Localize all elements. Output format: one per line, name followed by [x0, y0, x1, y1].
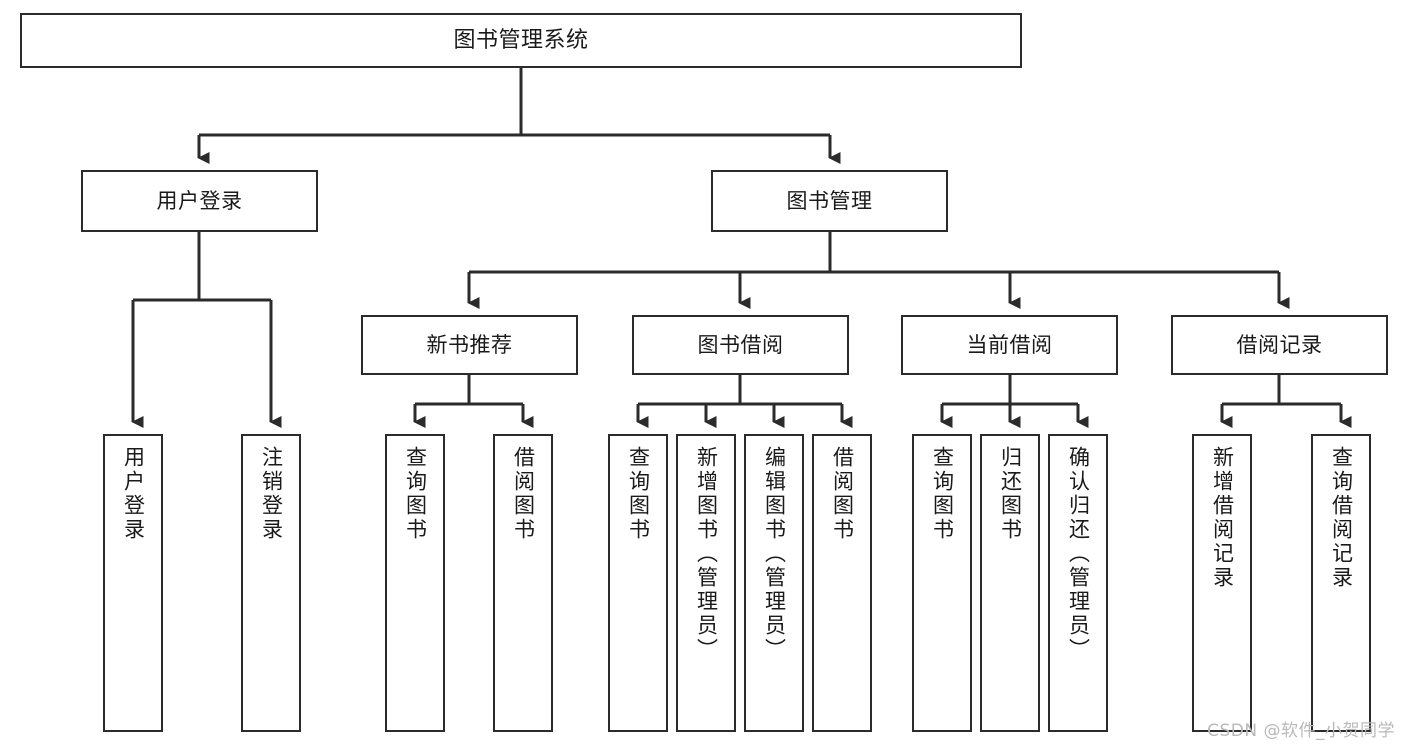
node-label: 新书推荐: [426, 332, 513, 357]
node-book-management[interactable]: 图书管理: [711, 170, 948, 232]
node-label: 借阅记录: [1236, 332, 1323, 357]
node-label: 用户登录: [121, 446, 146, 542]
node-root-system[interactable]: 图书管理系统: [20, 13, 1022, 68]
node-label: 新增借阅记录: [1210, 446, 1235, 590]
node-book-borrow[interactable]: 图书借阅: [632, 315, 849, 375]
watermark-text: CSDN @软件_小贺同学: [1207, 721, 1395, 741]
node-label: 编辑图书（管理员）: [762, 446, 787, 662]
node-label: 查询图书: [403, 446, 428, 542]
node-borrow-record[interactable]: 借阅记录: [1171, 315, 1388, 375]
node-label: 确认归还（管理员）: [1066, 446, 1091, 662]
leaf-borrow-add-book[interactable]: 新增图书（管理员）: [676, 434, 736, 732]
node-label: 借阅图书: [511, 446, 536, 542]
leaf-current-return-book[interactable]: 归还图书: [980, 434, 1040, 732]
leaf-borrow-edit-book[interactable]: 编辑图书（管理员）: [744, 434, 804, 732]
node-label: 查询图书: [930, 446, 955, 542]
leaf-current-query-book[interactable]: 查询图书: [912, 434, 972, 732]
node-label: 新增图书（管理员）: [694, 446, 719, 662]
node-user-login[interactable]: 用户登录: [81, 170, 318, 232]
leaf-record-query[interactable]: 查询借阅记录: [1311, 434, 1371, 732]
leaf-user-login-signout[interactable]: 注销登录: [241, 434, 301, 732]
leaf-user-login-signin[interactable]: 用户登录: [103, 434, 163, 732]
node-new-book-recommend[interactable]: 新书推荐: [361, 315, 578, 375]
leaf-current-confirm-return[interactable]: 确认归还（管理员）: [1048, 434, 1108, 732]
leaf-borrow-borrow-book[interactable]: 借阅图书: [812, 434, 872, 732]
node-label: 查询借阅记录: [1329, 446, 1354, 590]
node-label: 图书借阅: [697, 332, 784, 357]
node-label: 用户登录: [156, 188, 243, 213]
node-label: 图书管理系统: [453, 27, 589, 53]
leaf-borrow-query-book[interactable]: 查询图书: [608, 434, 668, 732]
node-label: 查询图书: [626, 446, 651, 542]
leaf-new-book-borrow[interactable]: 借阅图书: [493, 434, 553, 732]
leaf-record-add[interactable]: 新增借阅记录: [1192, 434, 1252, 732]
node-label: 当前借阅: [966, 332, 1053, 357]
node-label: 借阅图书: [830, 446, 855, 542]
node-current-borrow[interactable]: 当前借阅: [901, 315, 1118, 375]
leaf-new-book-query[interactable]: 查询图书: [385, 434, 445, 732]
node-label: 注销登录: [259, 446, 284, 542]
node-label: 图书管理: [786, 188, 873, 213]
node-label: 归还图书: [998, 446, 1023, 542]
